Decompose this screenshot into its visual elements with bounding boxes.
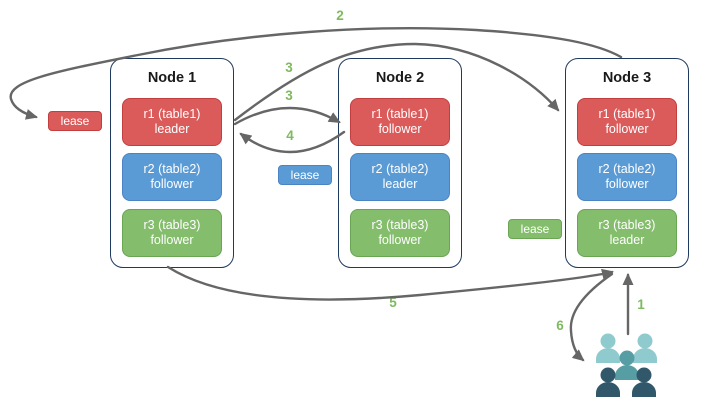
step-label-5: 5 [389,295,397,310]
arrow-step-6 [569,272,614,362]
replica-role: follower [605,177,649,191]
step-label-3a: 3 [285,60,293,75]
replica-name: r1 (table1) [143,107,201,121]
replica-role: follower [605,122,649,136]
node-title: Node 1 [147,70,197,86]
arrow-step-2 [9,26,623,120]
replica-box-r2: r2 (table2) leader [350,153,450,201]
node-panel-2: Node 2 r1 (table1) follower r2 (table2) … [338,58,462,268]
replica-box-r1: r1 (table1) leader [122,98,222,146]
replica-role: leader [382,177,418,191]
node-panel-1: Node 1 r1 (table1) leader r2 (table2) fo… [110,58,234,268]
replica-name: r3 (table3) [371,218,429,232]
replica-role: follower [150,233,194,247]
step-label-2: 2 [336,8,344,23]
lease-badge-r1: lease [48,111,102,131]
replica-box-r3: r3 (table3) leader [577,209,677,257]
replica-box-r1: r1 (table1) follower [350,98,450,146]
replica-name: r2 (table2) [598,162,656,176]
replica-role: follower [378,233,422,247]
node-title: Node 2 [375,70,425,86]
step-label-6: 6 [556,318,564,333]
step-label-3b: 3 [285,88,293,103]
lease-badge-r2: lease [278,165,332,185]
replica-name: r2 (table2) [371,162,429,176]
replica-name: r1 (table1) [371,107,429,121]
replica-name: r1 (table1) [598,107,656,121]
replica-role: leader [154,122,190,136]
step-label-1: 1 [637,297,645,312]
users-icon [596,333,657,397]
replica-role: follower [150,177,194,191]
replica-name: r3 (table3) [598,218,656,232]
replica-box-r2: r2 (table2) follower [577,153,677,201]
node-title: Node 3 [602,70,652,86]
replica-role: follower [378,122,422,136]
replica-box-r3: r3 (table3) follower [122,209,222,257]
replica-name: r2 (table2) [143,162,201,176]
replica-box-r1: r1 (table1) follower [577,98,677,146]
node-panel-3: Node 3 r1 (table1) follower r2 (table2) … [565,58,689,268]
lease-badge-r3: lease [508,219,562,239]
replica-box-r2: r2 (table2) follower [122,153,222,201]
replica-box-r3: r3 (table3) follower [350,209,450,257]
arrow-step-3-to-node2 [233,106,341,126]
replica-role: leader [609,233,645,247]
step-label-4: 4 [286,128,294,143]
replica-name: r3 (table3) [143,218,201,232]
